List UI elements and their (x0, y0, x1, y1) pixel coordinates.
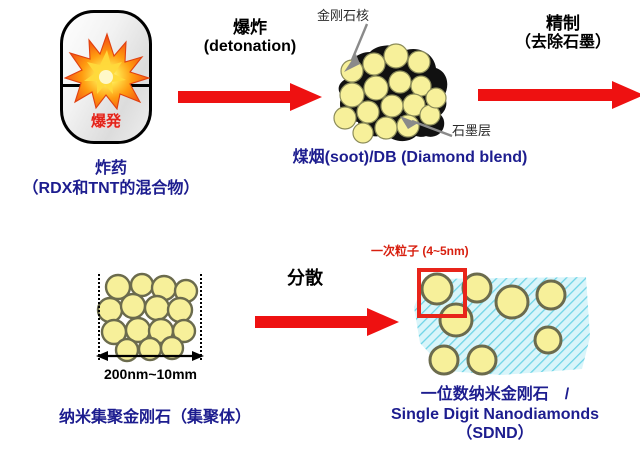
nanoparticle-circle (533, 325, 563, 355)
nanoparticle-circle (494, 284, 530, 320)
arrow1-label-line1: 爆炸 (233, 18, 267, 37)
nanoparticle-circle (363, 75, 389, 101)
arrow2-label-line1: 精制 (546, 14, 580, 33)
dimension-label: 200nm~10mm (103, 366, 197, 382)
step4-caption-line3: （SDND） (456, 425, 534, 443)
nanoparticle-circle (407, 50, 431, 74)
primary-particle-highlight-box (417, 268, 467, 318)
step4-caption: 一位数纳米金刚石 / Single Digit Nanodiamonds （SD… (350, 385, 640, 444)
dimension-guide-right (200, 274, 202, 360)
step1-caption: 炸药 （RDX和TNT的混合物） (0, 159, 222, 198)
nanoparticle-circle (420, 272, 454, 306)
step1-caption-line1: 炸药 (94, 160, 127, 177)
arrow2-label-line2: （去除石墨） (514, 34, 611, 52)
nanoparticle-circle (461, 272, 493, 304)
nanoparticle-circle (388, 70, 412, 94)
arrow-detonation (178, 83, 322, 111)
nanoparticle-circle (362, 52, 386, 76)
step4-caption-line2: Single Digit Nanodiamonds (390, 405, 599, 423)
annotation-diamond-core-arrow (344, 23, 369, 72)
nanoparticle-circle (383, 43, 409, 69)
arrow2-label: 精制 （去除石墨） (498, 14, 628, 53)
nanoparticle-circle (428, 344, 460, 376)
annotation-graphite-layer-arrow (400, 116, 453, 138)
step1-caption-line2: （RDX和TNT的混合物） (22, 179, 200, 197)
step2-caption: 煤烟(soot)/DB (Diamond blend) (292, 149, 528, 166)
nanoparticle-circle (339, 82, 365, 108)
nanoparticle-circle (356, 100, 380, 124)
arrow-dispersion (255, 308, 399, 336)
step3-caption: 纳米集聚金刚石（集聚体） (58, 409, 251, 426)
nanoparticle-circle (352, 122, 374, 144)
nanoparticle-circle (466, 344, 498, 376)
nanoparticle-circle (171, 318, 197, 344)
dimension-guide-left (98, 274, 100, 360)
annotation-primary-particle: 一次粒子 (4~5nm) (371, 244, 469, 258)
dimension-double-arrow (96, 351, 204, 361)
nanoparticle-circle (425, 87, 447, 109)
nanoparticle-circle (159, 335, 185, 361)
annotation-graphite-layer-label: 石墨层 (452, 123, 492, 138)
step4-caption-line1: 一位数纳米金刚石 / (420, 386, 570, 403)
arrow3-label: 分散 (287, 268, 323, 288)
annotation-diamond-core-label: 金刚石核 (317, 8, 370, 23)
arrow1-label: 爆炸 (detonation) (185, 18, 315, 57)
explosion-burst-icon (64, 32, 150, 110)
nanoparticle-circle (333, 106, 357, 130)
arrow-purification (478, 81, 640, 109)
nanoparticle-circle (535, 279, 567, 311)
arrow1-label-line2: (detonation) (203, 38, 297, 56)
nanoparticle-circle (402, 93, 426, 117)
capsule-blast-text: 爆発 (90, 113, 121, 130)
